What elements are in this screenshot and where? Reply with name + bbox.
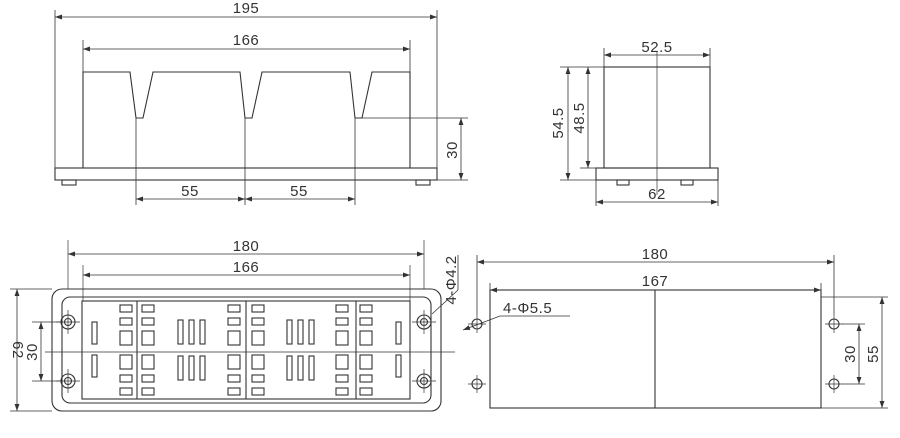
mount-hole-tr <box>825 315 843 333</box>
top-mount-hole-bl <box>56 369 80 393</box>
side-dim-base-width: 62 <box>648 186 666 203</box>
side-dim-total-height: 54.5 <box>550 107 567 138</box>
top-dim-depth: 62 <box>9 341 26 359</box>
terminal-group-2 <box>227 304 265 396</box>
mount-hole-leader <box>462 315 501 331</box>
front-body-profile <box>82 71 411 168</box>
top-inner-outline <box>61 296 432 404</box>
top-mount-hole-tr <box>412 310 436 334</box>
terminal-group-1 <box>119 304 155 396</box>
side-dim-top-width: 52.5 <box>641 39 672 56</box>
top-dim-inner-width: 166 <box>233 259 260 276</box>
top-dim-hole-spacing: 30 <box>24 343 41 361</box>
top-hole-leader <box>431 289 459 315</box>
top-outer-outline <box>51 288 442 412</box>
side-foot-right <box>680 179 694 186</box>
mount-hole-br <box>825 375 843 393</box>
terminal-group-3 <box>335 304 373 396</box>
mount-dim-pitch: 167 <box>642 273 669 290</box>
mount-dim-depth: 55 <box>865 345 882 363</box>
front-foot-right <box>415 179 431 186</box>
top-hole-callout: 4-Φ4.2 <box>443 255 460 304</box>
side-foot-left <box>616 179 630 186</box>
front-dim-inner-width: 166 <box>233 32 260 49</box>
side-dim-body-height: 48.5 <box>571 102 588 133</box>
front-dim-width: 195 <box>233 0 260 17</box>
side-view: 52.5 62 54.5 48.5 <box>550 39 719 206</box>
mount-dim-width: 180 <box>642 246 669 263</box>
front-base-plate <box>54 167 438 181</box>
front-foot-left <box>61 179 77 186</box>
front-dim-height: 30 <box>444 141 461 159</box>
mount-hole-tl <box>468 315 486 333</box>
mount-hole-callout: 4-Φ5.5 <box>503 300 552 317</box>
front-view: 195 166 55 55 30 <box>54 0 468 205</box>
top-dim-width: 180 <box>233 238 260 255</box>
mount-hole-bl <box>468 375 486 393</box>
slot-group <box>91 319 402 381</box>
front-dim-pitch-right: 55 <box>290 183 308 200</box>
top-view: 180 166 62 30 4-Φ4.2 <box>9 238 460 412</box>
front-dim-pitch-left: 55 <box>181 183 199 200</box>
top-mount-hole-br <box>412 369 436 393</box>
mount-dim-hole-spacing: 30 <box>842 345 859 363</box>
mount-view: 180 167 30 55 4-Φ5.5 <box>462 246 888 409</box>
